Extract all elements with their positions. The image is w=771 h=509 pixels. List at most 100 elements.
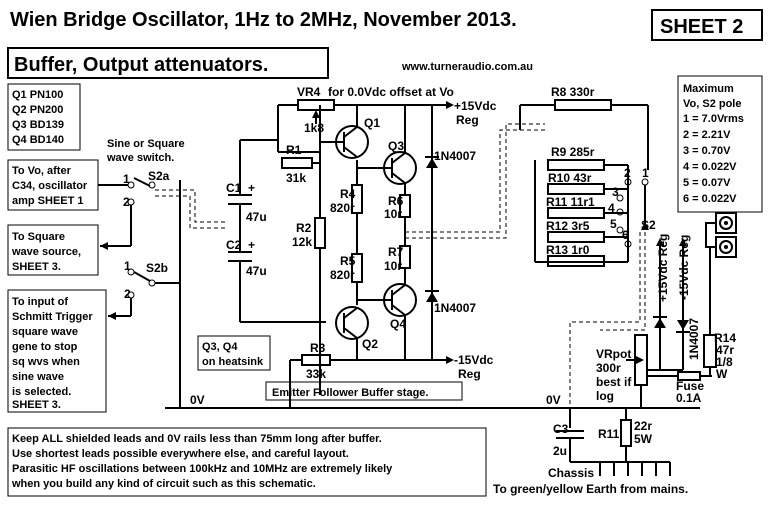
s2-label: S2	[641, 218, 656, 232]
subtitle-box	[7, 47, 329, 79]
r4-label: R4	[340, 187, 356, 201]
pos-rail-label: +15Vdc	[454, 99, 497, 113]
table-row: 6 = 0.022V	[683, 193, 737, 205]
note-line: Parasitic HF oscillations between 100kHz…	[12, 463, 393, 475]
table-row: 4 = 0.022V	[683, 161, 737, 173]
shielded-lead	[155, 189, 225, 223]
r3-label: R3	[310, 341, 326, 355]
transistor-list-item: Q3 BD139	[12, 119, 64, 131]
diode-d2: 1N4007	[425, 290, 476, 315]
switch-title: Sine or Square	[107, 138, 185, 150]
switch-title: wave switch.	[106, 152, 174, 164]
svg-text:+: +	[248, 238, 255, 252]
s2a-label: S2a	[148, 169, 170, 183]
to-square-box	[7, 224, 99, 276]
note-line: Use shortest leads possible everywhere e…	[12, 448, 349, 460]
heatsink-text: on heatsink	[202, 356, 264, 368]
resistor-r8: R8 330r	[551, 85, 612, 111]
c3-label: C3	[553, 422, 569, 436]
table-row: 2 = 2.21V	[683, 129, 731, 141]
r11-label: R11 11r1	[546, 195, 595, 209]
shielded-lead	[600, 232, 646, 331]
to-vo-text: C34, oscillator	[12, 180, 88, 192]
table-row: Maximum	[683, 83, 734, 95]
resistor-r9: R9 285r	[547, 145, 605, 171]
c3-value: 2u	[553, 444, 567, 458]
sheet-label: SHEET 2	[660, 16, 743, 38]
to-square-text: SHEET 3.	[12, 261, 61, 273]
offset-note: for 0.0Vdc offset at Vo	[328, 85, 454, 99]
r14-label: R14	[714, 331, 736, 345]
switch-pole-label: 2	[123, 195, 130, 209]
to-input-text: is selected.	[12, 386, 71, 398]
capacitor-c2: C2 + 47u	[226, 238, 267, 322]
to-square-text: To Square	[12, 231, 65, 243]
zero-volt-label: 0V	[190, 393, 205, 407]
resistor-r2: R2 12k	[292, 217, 326, 249]
r7-value: 10r	[384, 259, 402, 273]
vrpot-value: 300r	[596, 361, 621, 375]
r1-label: R1	[286, 143, 302, 157]
resistor-r10: R10 43r	[547, 171, 605, 195]
r9-label: R9 285r	[551, 145, 595, 159]
reg-label: Reg	[456, 113, 479, 127]
fuse-label: Fuse	[676, 379, 704, 393]
to-input-text: Schmitt Trigger	[12, 311, 93, 323]
to-input-text: sq wvs when	[12, 356, 80, 368]
subtitle: Buffer, Output attenuators.	[14, 54, 268, 76]
vrpot-label: VRpot	[596, 347, 631, 361]
website: www.turneraudio.com.au	[401, 61, 533, 73]
heatsink-box	[197, 335, 271, 371]
s2-pole-label: 3	[612, 185, 619, 199]
reg-label: Reg	[458, 367, 481, 381]
note-line: when you build any kind of circuit such …	[11, 478, 316, 490]
buffer-caption: Emitter Follower Buffer stage.	[272, 387, 428, 399]
output-level-table	[677, 75, 763, 213]
vrpot-value: best if	[596, 375, 632, 389]
r12-label: R12 3r5	[546, 219, 590, 233]
table-row: 5 = 0.07V	[683, 177, 731, 189]
r6-label: R6	[388, 194, 404, 208]
s2b-label: S2b	[146, 261, 168, 275]
q1-label: Q1	[364, 116, 380, 130]
d1-label: 1N4007	[434, 149, 476, 163]
vr4-label: VR4	[297, 85, 321, 99]
neg-rail-label: -15Vdc	[454, 353, 494, 367]
table-row: 1 = 7.0Vrms	[683, 113, 744, 125]
table-row: 3 = 0.70V	[683, 145, 731, 157]
switch-pole-label: 2	[124, 287, 131, 301]
switch-s2a: 1 2 S2a	[98, 169, 170, 250]
to-input-text: square wave	[12, 326, 78, 338]
transistor-q3: Q3	[357, 105, 417, 195]
resistor-r6: R6 10r	[384, 194, 411, 221]
s2-pole-label: 5	[610, 217, 617, 231]
c1-label: C1	[226, 181, 242, 195]
svg-text:+: +	[248, 181, 255, 195]
r13-label: R13 1r0	[546, 243, 590, 257]
r11b-label: R11	[598, 427, 620, 441]
q2-label: Q2	[362, 337, 378, 351]
switch-s2b: 1 2 S2b	[108, 259, 180, 320]
transistor-list-box	[7, 83, 81, 151]
r8-label: R8 330r	[551, 85, 595, 99]
diode-d1: 1N4007	[425, 149, 476, 168]
resistor-r3: R3 33k	[301, 341, 331, 381]
to-input-box	[7, 289, 107, 413]
s2-pole-label: 4	[608, 201, 615, 215]
resistor-r4: R4 820r	[330, 184, 363, 215]
to-vo-text: amp SHEET 1	[12, 195, 84, 207]
resistor-r7: R7 10r	[384, 245, 411, 273]
resistor-r14: R14 47r 1/8 W	[703, 260, 736, 381]
shielded-lead	[405, 123, 545, 239]
q3-label: Q3	[388, 139, 404, 153]
switch-pole-label: 1	[124, 259, 131, 273]
neg15-label: -15Vdc Reg	[677, 235, 691, 300]
transistor-q2: Q2	[335, 306, 378, 360]
d3-label: 1N4007	[687, 318, 701, 360]
r14-value: W	[716, 367, 728, 381]
r11b-value: 22r	[634, 419, 652, 433]
transistor-q1: Q1	[320, 105, 380, 159]
s2-pole-label: 2	[624, 166, 631, 180]
sheet-box	[651, 9, 763, 41]
